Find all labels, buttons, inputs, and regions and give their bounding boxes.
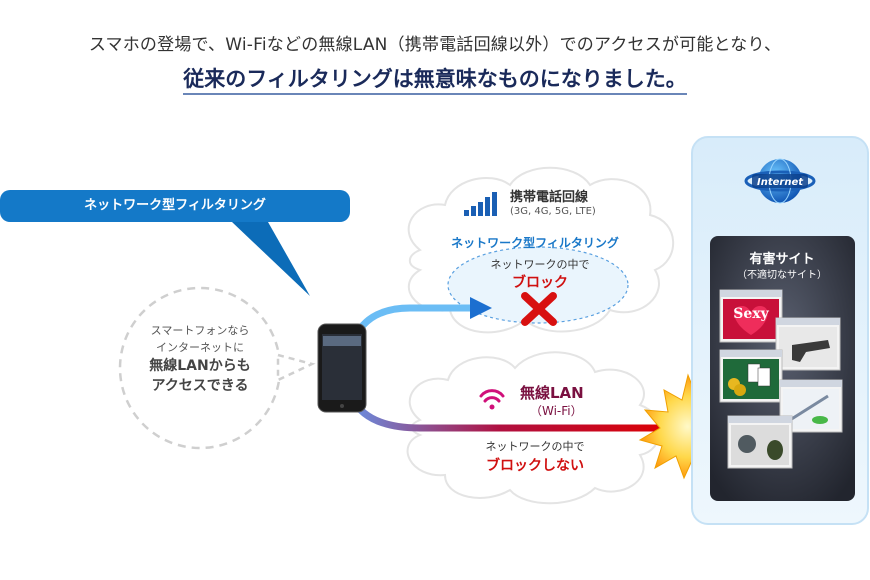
internet-globe-icon [744, 158, 816, 204]
carrier-filter-label: ネットワーク型フィルタリング [451, 236, 619, 250]
carrier-inside-label: ネットワークの中で [490, 258, 590, 271]
carrier-subtitle: (3G, 4G, 5G, LTE) [510, 206, 596, 217]
carrier-block-label: ブロック [512, 275, 568, 291]
site-window-weapons [727, 415, 793, 469]
wifi-noblock-label: ブロックしない [486, 458, 584, 474]
internet-label: Internet [756, 177, 803, 188]
wifi-inside-label: ネットワークの中で [485, 440, 585, 453]
headline-emphasis: 従来のフィルタリングは無意味なものになりました。 [183, 67, 687, 95]
harmful-sites-title: 有害サイト [749, 252, 815, 267]
carrier-title: 携帯電話回線 [510, 190, 589, 205]
signal-bars-icon [464, 192, 497, 216]
network-tag-bg [0, 190, 350, 222]
site-window-gambling [719, 349, 783, 403]
lan-bubble-line-1: スマートフォンなら [150, 324, 250, 337]
wifi-icon [479, 389, 505, 410]
headline-line-1: スマホの登場で、Wi-Fiなどの無線LAN（携帯電話回線以外）でのアクセスが可能… [88, 35, 782, 55]
carrier-arrow-head [470, 297, 492, 319]
smartphone-icon [317, 323, 367, 413]
lan-bubble-line-3: 無線LANからも [149, 358, 251, 374]
lan-bubble-text: スマートフォンなら インターネットに 無線LANからも アクセスできる [120, 322, 280, 396]
block-x-icon [521, 292, 557, 326]
wifi-title: 無線LAN [520, 384, 584, 402]
site-window-sexy [719, 289, 783, 343]
lan-bubble-line-4: アクセスできる [151, 378, 249, 394]
network-filtering-tag: ネットワーク型フィルタリング [84, 198, 266, 213]
site-window-gun [775, 317, 841, 371]
tag-pointer [232, 222, 310, 296]
lan-bubble [118, 286, 316, 450]
lan-bubble-line-2: インターネットに [156, 341, 244, 354]
headline-line-2: 従来のフィルタリングは無意味なものになりました。 [0, 63, 870, 95]
sexy-site-label: Sexy [733, 306, 769, 322]
harmful-sites-subtitle: （不適切なサイト） [737, 270, 827, 281]
wifi-subtitle: （Wi-Fi） [530, 404, 583, 418]
